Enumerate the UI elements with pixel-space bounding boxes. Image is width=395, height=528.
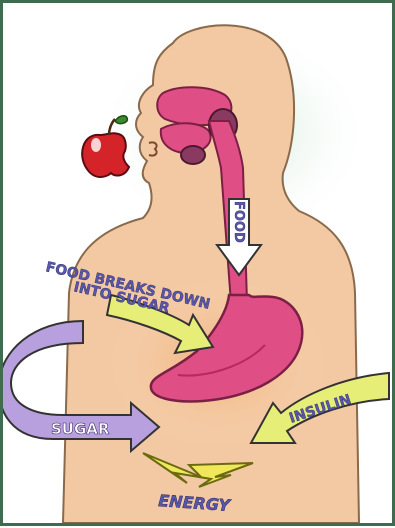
- throat-part: [181, 146, 205, 164]
- sugar-label: SUGAR: [51, 420, 110, 438]
- digestion-diagram: FOOD FOOD BREAKS DOWN INTO SUGAR SUGAR I…: [3, 3, 392, 523]
- food-label: FOOD: [231, 201, 246, 243]
